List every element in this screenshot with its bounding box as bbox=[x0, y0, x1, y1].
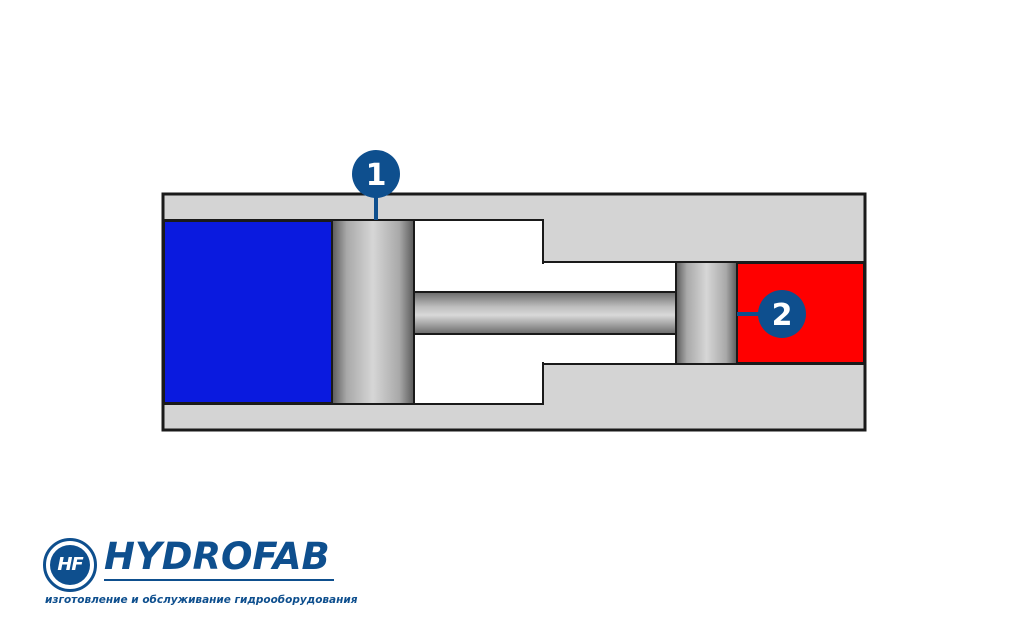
callout-2: 2 bbox=[737, 290, 806, 338]
logo-underline bbox=[104, 579, 334, 581]
callout-2-marker bbox=[758, 290, 806, 338]
piston-rod bbox=[411, 291, 679, 335]
logo-wordmark: HYDROFAB bbox=[104, 535, 330, 578]
callout-1-marker bbox=[352, 150, 400, 198]
small-piston bbox=[675, 261, 738, 365]
callout-1: 1 bbox=[352, 150, 400, 220]
callout-1-label: 1 bbox=[366, 158, 387, 193]
logo-badge-text: HF bbox=[50, 545, 90, 585]
logo-badge: HF bbox=[43, 538, 97, 592]
logo-tagline: изготовление и обслуживание гидрооборудо… bbox=[45, 594, 358, 606]
hydrofab-logo: HF HYDROFAB изготовление и обслуживание … bbox=[40, 535, 358, 615]
large-piston bbox=[331, 219, 415, 405]
piston-chamber-fluid bbox=[163, 220, 333, 404]
callout-2-label: 2 bbox=[772, 298, 793, 333]
